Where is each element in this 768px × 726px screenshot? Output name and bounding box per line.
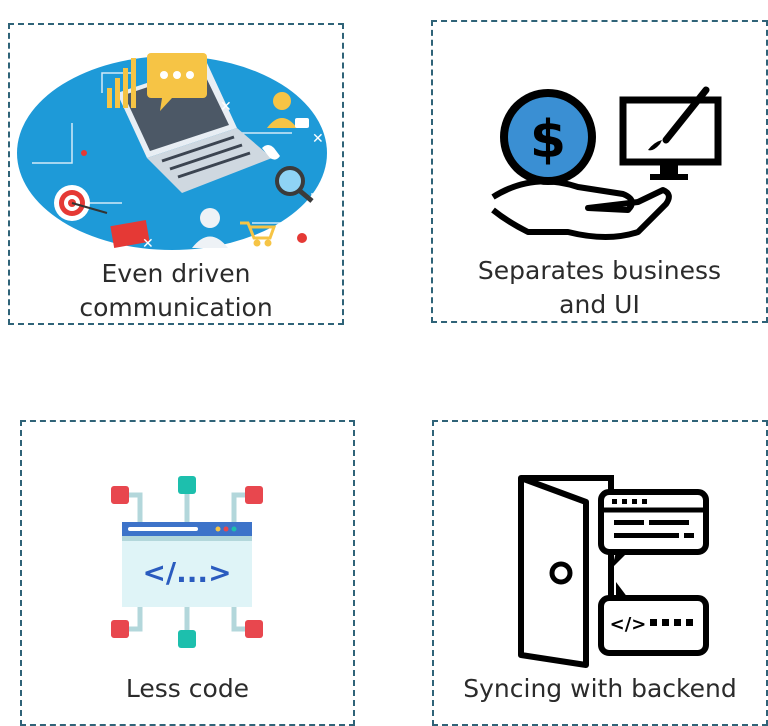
user-avatar-icon xyxy=(192,92,297,248)
card-syncing-backend: </> Syncing with backend xyxy=(432,420,768,726)
card-event-driven: ✕ ✕ ✕ Even driven communication xyxy=(8,23,344,325)
phone-icon xyxy=(262,145,280,160)
label-line-2: communication xyxy=(79,293,273,322)
money-hand-and-monitor-brush-icon: $ xyxy=(491,86,722,240)
chat-bubble-icon xyxy=(147,53,207,111)
chat-bubble-icon xyxy=(598,489,709,568)
card-label-syncing-backend: Syncing with backend xyxy=(434,672,766,706)
card-label-less-code: Less code xyxy=(22,672,353,706)
card-icon xyxy=(110,220,150,248)
target-icon xyxy=(54,185,108,221)
label-line-2: and UI xyxy=(559,290,640,319)
monitor-icon xyxy=(619,86,722,180)
card-separates-business: $ Separates business and UI xyxy=(431,20,768,323)
svg-text:✕: ✕ xyxy=(142,236,154,252)
door-icon xyxy=(518,475,614,668)
door-and-chat-bubbles-icon: </> xyxy=(518,475,709,668)
label-line-1: Even driven xyxy=(101,259,251,288)
svg-text:✕: ✕ xyxy=(312,131,324,147)
code-bubble-icon: </> xyxy=(598,582,709,656)
svg-text:✕: ✕ xyxy=(220,99,232,115)
svg-text:$: $ xyxy=(530,110,566,170)
card-label-event-driven: Even driven communication xyxy=(10,257,342,325)
card-label-separates-business: Separates business and UI xyxy=(433,254,766,322)
code-symbol: </...> xyxy=(142,556,231,589)
label-line-1: Separates business xyxy=(477,256,722,285)
label-line-1: Less code xyxy=(125,674,250,703)
code-window-network-icon: </...> xyxy=(111,476,263,648)
cart-icon xyxy=(240,221,277,247)
label-line-1: Syncing with backend xyxy=(463,674,737,703)
card-less-code: </...> Less code xyxy=(20,420,355,726)
magnifier-icon xyxy=(275,166,314,203)
dollar-coin-icon: $ xyxy=(500,89,596,185)
bar-chart-icon xyxy=(107,58,136,108)
event-communication-illustration: ✕ ✕ ✕ xyxy=(17,53,327,268)
svg-text:</>: </> xyxy=(610,614,647,635)
hand-icon xyxy=(491,178,672,240)
